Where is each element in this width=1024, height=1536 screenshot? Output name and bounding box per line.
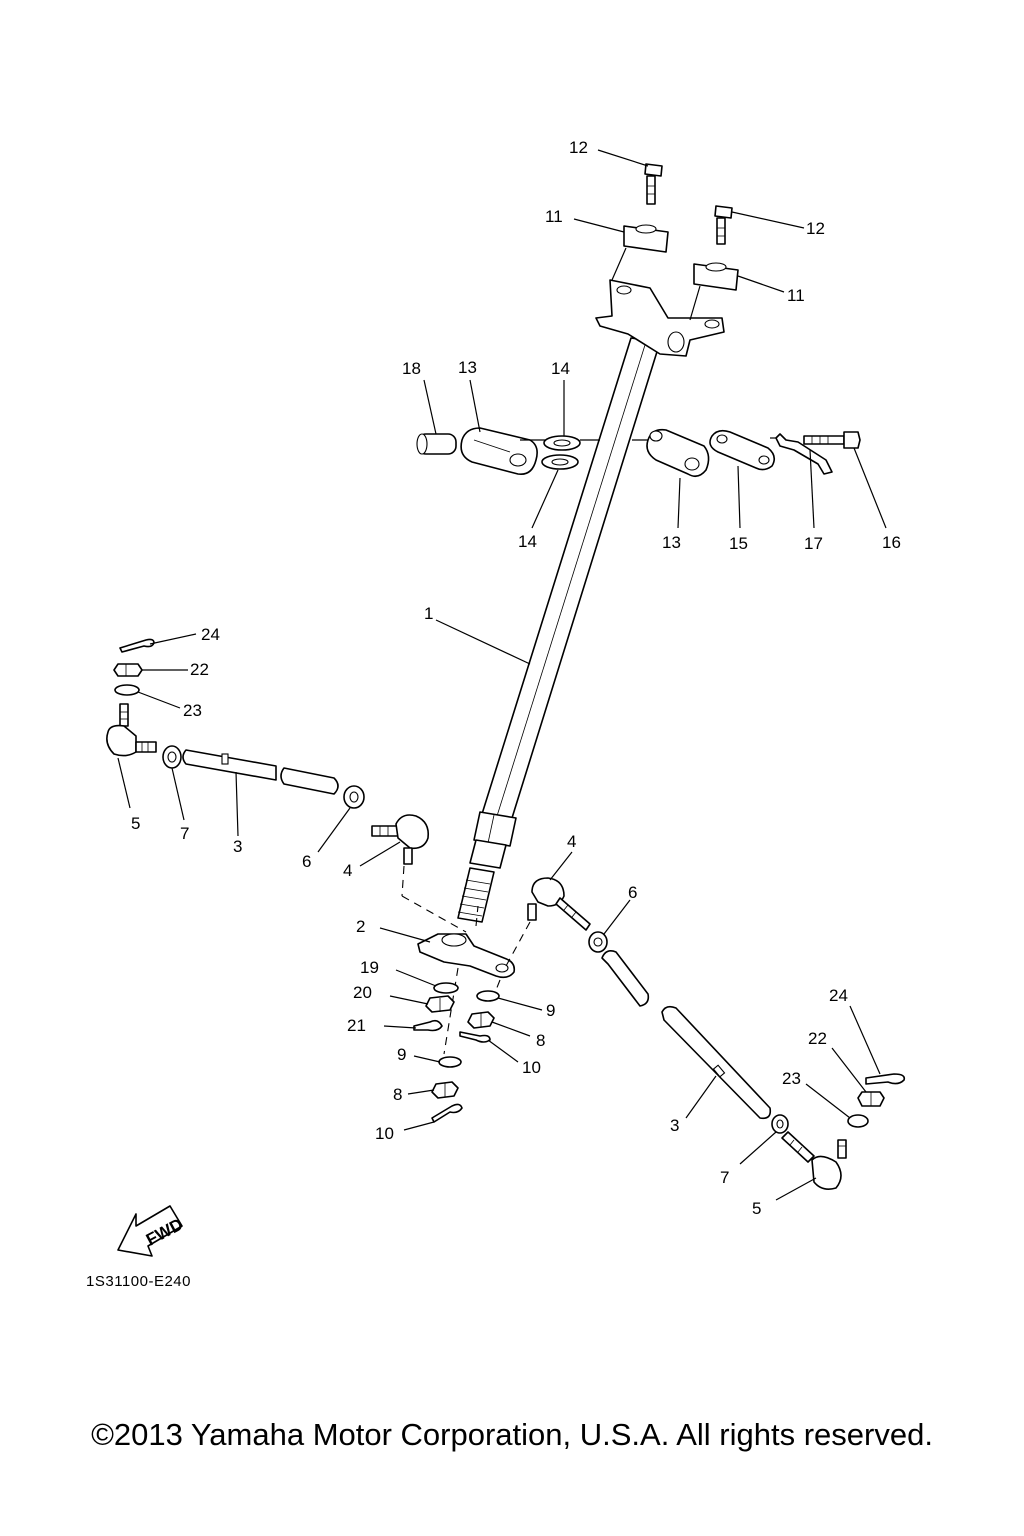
part-plate-15 [709,429,776,471]
callout-21: 21 [347,1016,366,1035]
callout-20: 20 [353,983,372,1002]
part-bolt-12a [644,163,663,205]
part-tie-rod-end-4b [527,877,591,931]
callout-23-left: 23 [183,701,202,720]
part-holder-13a [460,427,538,476]
part-locknut-7a [162,745,182,769]
part-locknut-7b [771,1114,789,1134]
part-tie-rod-end-5b [781,1131,847,1190]
part-cable-guide-17 [775,433,833,475]
callout-9-right: 9 [546,1001,555,1020]
part-clamp-11b [693,262,739,291]
part-tie-rod-3a [182,749,339,795]
callout-24-left: 24 [201,625,220,644]
part-washer-23a [114,684,140,696]
part-tie-rod-end-5a [106,703,157,757]
callout-13-right: 13 [662,533,681,552]
part-clamp-11a [623,224,669,253]
callout-3-right: 3 [670,1116,679,1135]
part-nut-8b [431,1081,459,1099]
part-nut-6b [588,931,608,953]
callout-4-left: 4 [343,861,352,880]
part-washer-14a [543,435,581,451]
part-bolt-12b [714,205,733,245]
callout-8-right: 8 [536,1031,545,1050]
callout-14-bottom: 14 [518,532,537,551]
part-washer-19 [433,982,459,994]
part-cotter-pin-10a [459,1031,491,1043]
callout-19: 19 [360,958,379,977]
part-steering-shaft [457,337,661,923]
callout-16: 16 [882,533,901,552]
callout-18: 18 [402,359,421,378]
callout-numbers: 12 11 12 11 18 13 14 14 13 15 17 16 1 24… [131,138,901,1218]
callout-9-left: 9 [397,1045,406,1064]
callout-3-left: 3 [233,837,242,856]
fwd-arrow-icon: FWD [117,1205,186,1257]
callout-5-left: 5 [131,814,140,833]
callout-22-left: 22 [190,660,209,679]
callout-8-left: 8 [393,1085,402,1104]
leader-lines [117,149,887,1201]
callout-4-right: 4 [567,832,576,851]
part-washer-9a [476,990,500,1002]
callout-7-right: 7 [720,1168,729,1187]
callout-11-right: 11 [787,286,805,305]
callout-12-top: 12 [569,138,588,157]
callout-6-right: 6 [628,883,637,902]
diagram-code: 1S31100-E240 [86,1273,191,1290]
part-nut-8a [467,1011,495,1029]
part-nut-22a [113,663,143,677]
callout-11-left: 11 [545,207,563,226]
callout-24-right: 24 [829,986,848,1005]
part-handlebar-bracket [595,279,725,357]
part-washer-9b [438,1056,462,1068]
callout-6-left: 6 [302,852,311,871]
part-washer-14b [541,454,579,470]
part-tie-rod-end-4a [371,814,430,865]
part-nut-22b [857,1091,885,1107]
callout-22-right: 22 [808,1029,827,1048]
callout-12-right: 12 [806,219,825,238]
part-nut-6a [343,785,365,809]
part-cotter-pin-10b [431,1103,463,1123]
part-collar-18 [416,433,457,455]
callout-13-left: 13 [458,358,477,377]
part-nut-20 [425,995,455,1013]
part-cotter-pin-24b [865,1073,906,1085]
part-bolt-16 [803,431,861,449]
copyright-notice: ©2013 Yamaha Motor Corporation, U.S.A. A… [91,1417,933,1452]
callout-10-right: 10 [522,1058,541,1077]
part-holder-13b [646,428,710,478]
callout-2: 2 [356,917,365,936]
callout-10-left: 10 [375,1124,394,1143]
part-cotter-pin-24a [119,638,155,653]
callout-17: 17 [804,534,823,553]
callout-23-right: 23 [782,1069,801,1088]
callout-5-right: 5 [752,1199,761,1218]
part-washer-23b [847,1114,869,1128]
callout-7-left: 7 [180,824,189,843]
part-clip-21 [413,1019,443,1032]
callout-15: 15 [729,534,748,553]
part-tie-rod-3b [601,950,772,1120]
callout-1: 1 [424,604,433,623]
part-pitman-arm-2 [417,933,516,979]
callout-14-top: 14 [551,359,570,378]
